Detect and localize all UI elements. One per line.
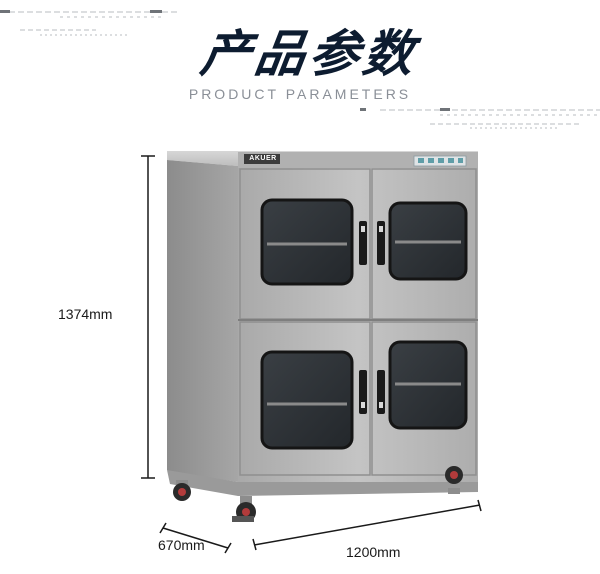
brand-plate: [244, 154, 280, 164]
page-subtitle: PRODUCT PARAMETERS: [188, 86, 412, 102]
depth-label: 670mm: [158, 537, 205, 553]
cabinet-base: [167, 470, 478, 496]
window-bottom-left: [260, 350, 354, 450]
brand-logo: AKUER: [249, 155, 277, 162]
height-dimension-bracket: [141, 155, 155, 479]
window-top-left: [260, 198, 354, 286]
door-bottom-left: [239, 321, 371, 476]
cabinet-side: [167, 160, 238, 482]
caster-wheels: [173, 466, 463, 522]
width-dimension-bracket: [252, 499, 482, 551]
depth-dimension-bracket: [159, 522, 232, 554]
height-label: 1374mm: [58, 306, 113, 322]
door-bottom-right: [371, 321, 477, 476]
width-label: 1200mm: [346, 544, 401, 560]
